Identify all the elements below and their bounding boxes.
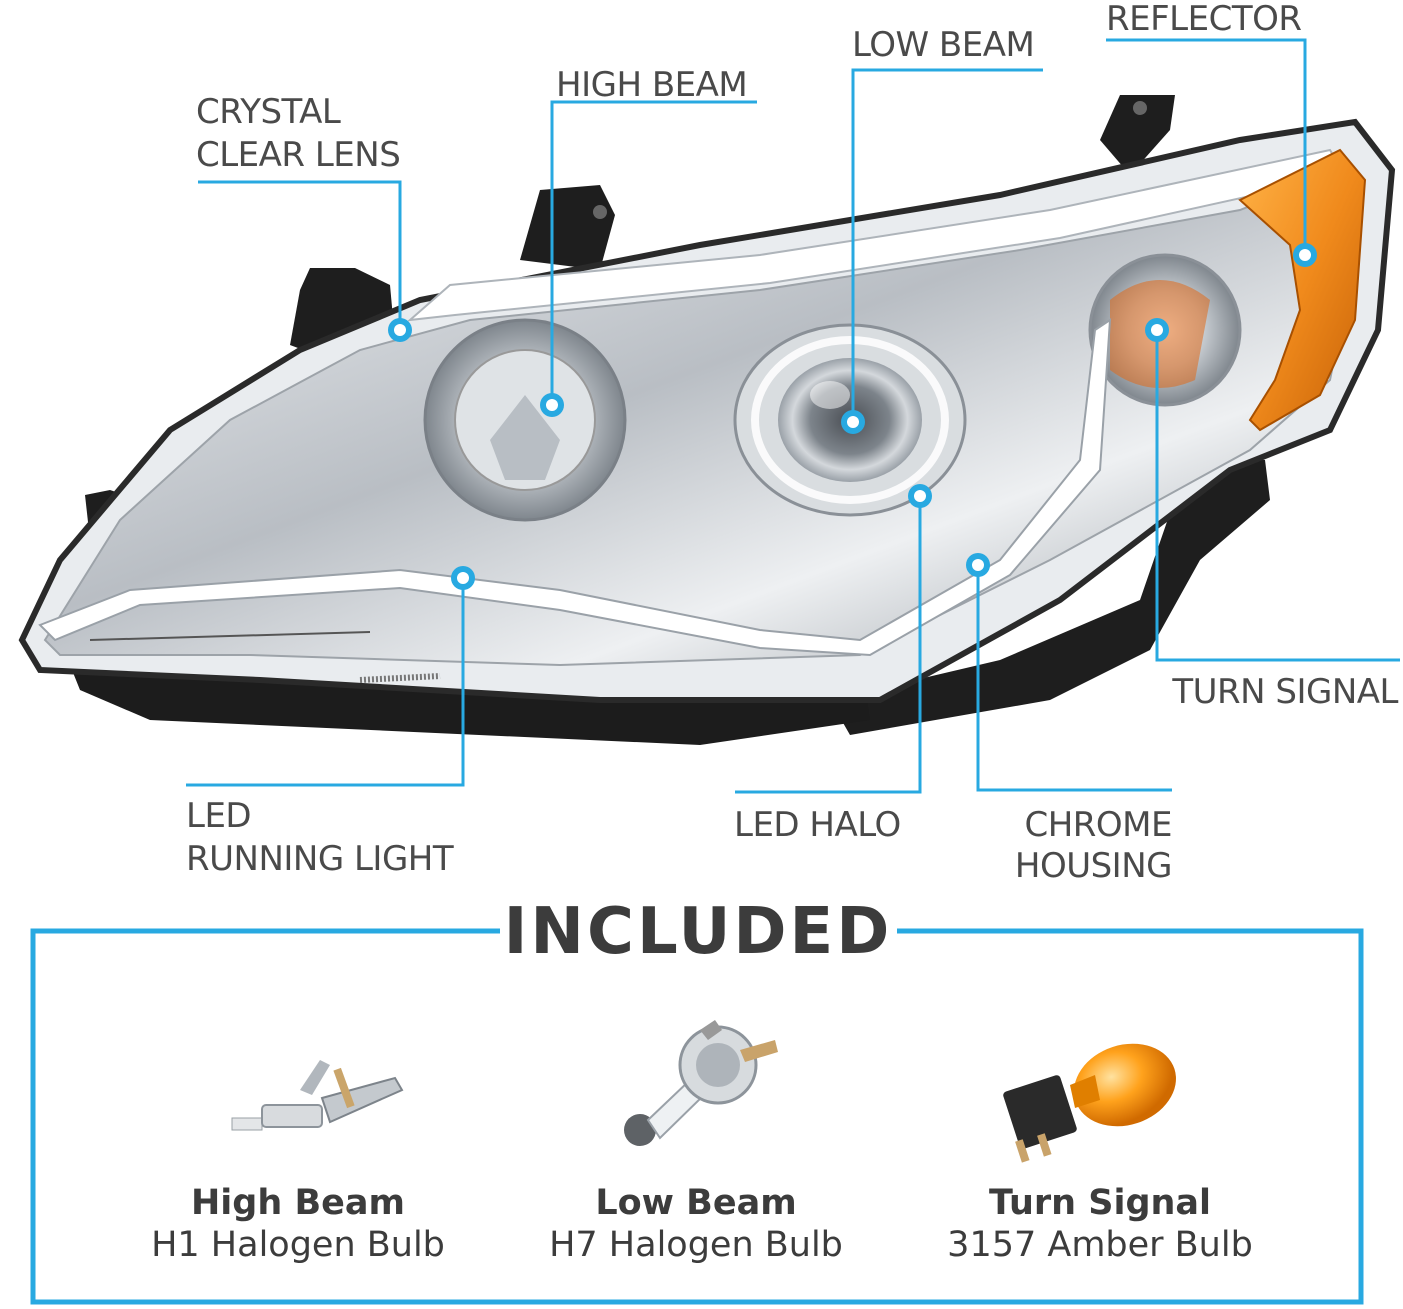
bulb-name-high-beam: High Beam <box>191 1183 405 1223</box>
label-reflector: REFLECTOR <box>1106 0 1301 39</box>
bulb-name-turn-signal: Turn Signal <box>989 1183 1211 1223</box>
label-led-running-light-1: LED <box>186 796 251 836</box>
label-turn-signal: TURN SIGNAL <box>1171 672 1398 712</box>
bulb-name-low-beam: Low Beam <box>595 1183 796 1223</box>
dot-crystal-clear-lens <box>388 318 412 342</box>
dot-led-halo <box>908 484 932 508</box>
bulb-desc-turn-signal: 3157 Amber Bulb <box>947 1225 1253 1265</box>
dot-chrome-housing <box>966 553 990 577</box>
dot-led-running-light <box>451 566 475 590</box>
high-beam-reflector <box>423 318 627 522</box>
label-crystal-clear-lens-2: CLEAR LENS <box>196 135 400 175</box>
callout-dots <box>388 243 1317 590</box>
bulb-desc-high-beam: H1 Halogen Bulb <box>151 1225 445 1265</box>
dot-turn-signal <box>1145 318 1169 342</box>
headlight-assembly <box>18 95 1396 745</box>
label-high-beam: HIGH BEAM <box>556 65 747 105</box>
dot-low-beam <box>841 410 865 434</box>
dot-reflector <box>1293 243 1317 267</box>
label-led-halo: LED HALO <box>734 805 901 845</box>
h1-bulb-icon <box>231 1060 404 1131</box>
label-low-beam: LOW BEAM <box>852 25 1034 65</box>
amber-turn-signal <box>1238 148 1367 432</box>
label-chrome-housing-2: HOUSING <box>1015 846 1172 886</box>
label-chrome-housing-1: CHROME <box>1024 805 1172 845</box>
included-panel: INCLUDED High Beam H1 Haloge <box>30 895 1364 1305</box>
callout-labels: CRYSTAL CLEAR LENS HIGH BEAM LOW BEAM RE… <box>186 0 1399 886</box>
label-led-running-light-2: RUNNING LIGHT <box>186 839 454 879</box>
included-title: INCLUDED <box>504 895 893 969</box>
callout-leaders <box>186 38 1400 794</box>
h7-bulb-icon <box>624 1020 778 1146</box>
dot-high-beam <box>540 393 564 417</box>
led-running-light-strip <box>38 318 1112 657</box>
bulb-desc-low-beam: H7 Halogen Bulb <box>549 1225 843 1265</box>
label-crystal-clear-lens-1: CRYSTAL <box>196 92 341 132</box>
included-frame <box>30 928 1364 1305</box>
3157-amber-bulb-icon <box>1003 1043 1176 1163</box>
